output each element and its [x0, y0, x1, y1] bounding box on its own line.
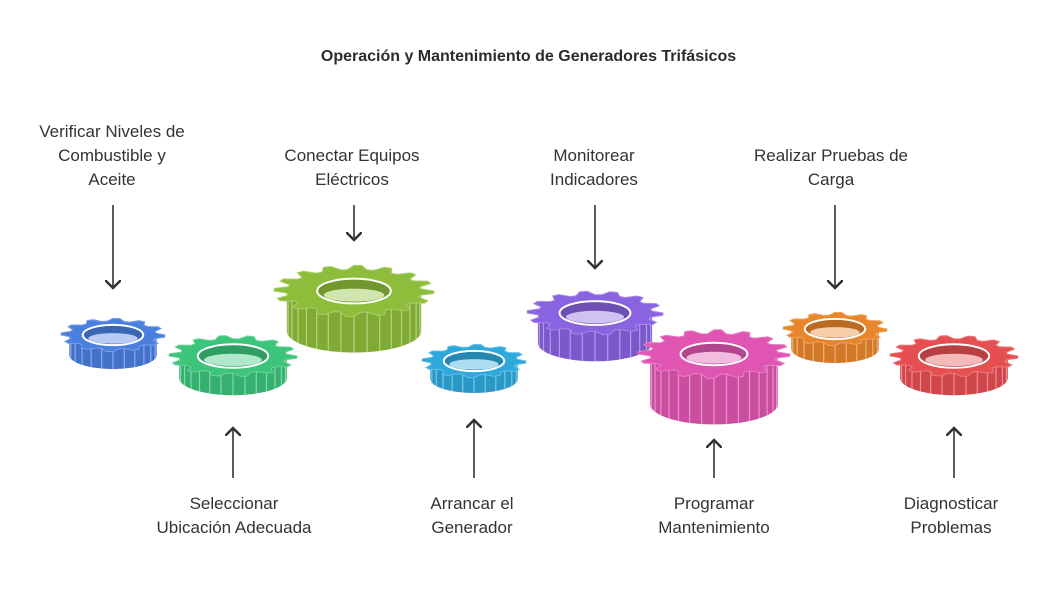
- label-conectar: Conectar Equipos Eléctricos: [284, 146, 420, 189]
- gear-seleccionar: [168, 335, 298, 396]
- label-monitorear: Monitorear Indicadores: [550, 146, 638, 189]
- label-realizar: Realizar Pruebas de Carga: [753, 146, 909, 189]
- label-seleccionar: Seleccionar Ubicación Adecuada: [156, 494, 312, 537]
- label-verificar: Verificar Niveles de Combustible y Aceit…: [39, 122, 185, 189]
- gear-monitorear: [526, 290, 664, 362]
- gear-conectar: [273, 264, 435, 353]
- gear-programar: [637, 329, 791, 425]
- gear-diagnosticar: [889, 335, 1019, 396]
- gear-arrancar: [421, 343, 527, 393]
- gear-realizar: [782, 311, 888, 363]
- label-arrancar: Arrancar el Generador: [430, 494, 514, 537]
- diagram-title: Operación y Mantenimiento de Generadores…: [320, 48, 737, 65]
- gear-verificar: [60, 317, 166, 369]
- label-diagnosticar: Diagnosticar Problemas: [903, 494, 999, 537]
- label-programar: Programar Mantenimiento: [658, 494, 770, 537]
